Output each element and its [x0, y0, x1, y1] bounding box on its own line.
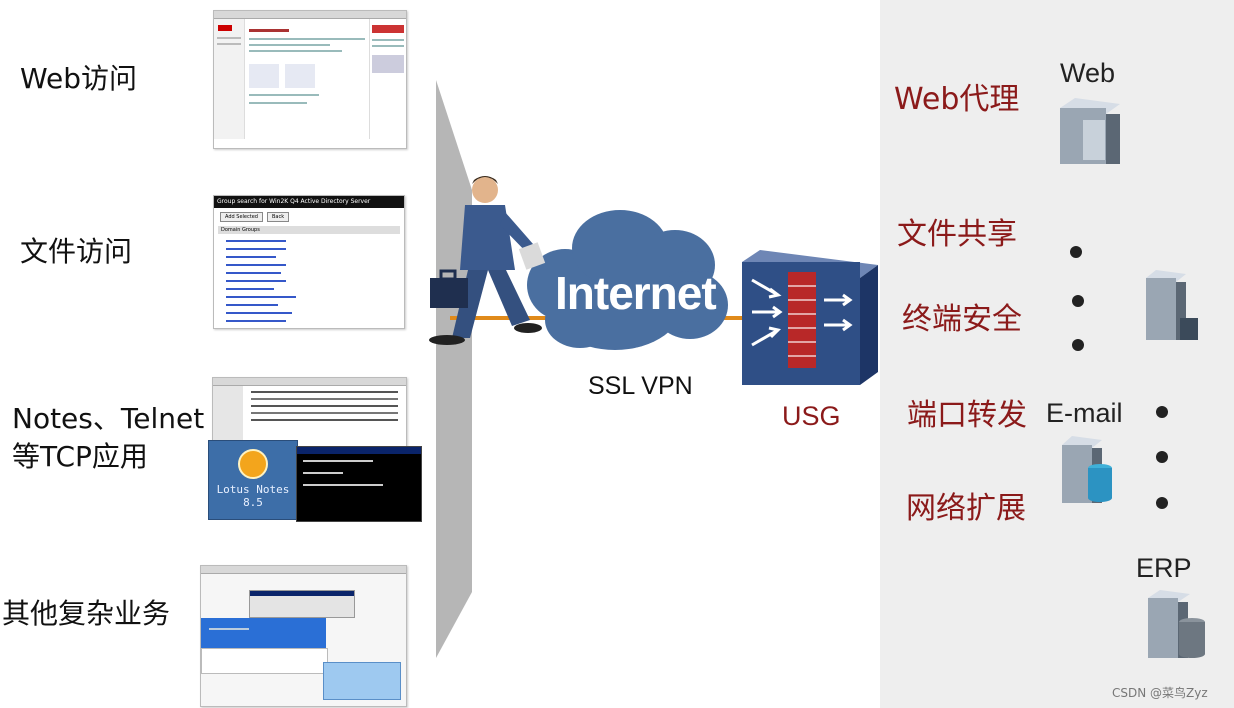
lotus-title: Lotus Notes: [216, 483, 290, 496]
terminal-security-label: 终端安全: [902, 302, 1022, 337]
complex-services-screenshot: [200, 565, 407, 707]
file-server: [1146, 270, 1198, 340]
label-other-services: 其他复杂业务: [2, 597, 171, 630]
label-tcp-apps: 等TCP应用: [12, 440, 148, 473]
internet-label: Internet: [555, 267, 717, 319]
right-panel: [880, 0, 1234, 708]
bullet-dot: [1156, 451, 1168, 463]
ssl-vpn-label: SSL VPN: [588, 372, 693, 400]
port-forward-label: 端口转发: [907, 398, 1027, 433]
bullet-dot: [1156, 406, 1168, 418]
usg-label: USG: [782, 401, 841, 431]
erp-server: [1148, 590, 1205, 658]
network-extension-label: 网络扩展: [906, 491, 1026, 526]
lotus-notes-tile: Lotus Notes 8.5: [208, 440, 298, 520]
watermark: CSDN @菜鸟Zyz: [1112, 686, 1208, 700]
web-server-label: Web: [1060, 58, 1116, 88]
web-portal-screenshot: [213, 10, 407, 149]
bullet-dot: [1072, 339, 1084, 351]
back-button[interactable]: Back: [266, 212, 290, 222]
label-web-access: Web访问: [20, 62, 138, 95]
label-notes-telnet: Notes、Telnet: [12, 402, 205, 435]
bullet-dot: [1156, 497, 1168, 509]
label-file-access: 文件访问: [20, 235, 133, 268]
web-proxy-label: Web代理: [894, 82, 1020, 117]
security-wall: [436, 80, 472, 658]
bullet-dot: [1070, 246, 1082, 258]
traveling-user: [429, 176, 546, 345]
usg-firewall: [742, 250, 878, 385]
web-server: [1060, 98, 1120, 164]
lotus-icon: [238, 449, 268, 479]
bullet-dot: [1072, 295, 1084, 307]
file-list-header: Domain Groups: [218, 226, 400, 234]
email-server-label: E-mail: [1046, 398, 1123, 428]
file-window-title: Group search for Win2K Q4 Active Directo…: [214, 196, 404, 208]
lotus-version: 8.5: [243, 496, 263, 509]
email-server: [1062, 436, 1112, 503]
telnet-console: [296, 446, 422, 522]
internet-cloud: [527, 210, 728, 350]
notes-window-screenshot: [212, 377, 407, 451]
file-share-label: 文件共享: [897, 217, 1017, 252]
file-access-screenshot: Group search for Win2K Q4 Active Directo…: [213, 195, 405, 329]
erp-server-label: ERP: [1136, 553, 1192, 583]
add-selected-button[interactable]: Add Selected: [220, 212, 263, 222]
